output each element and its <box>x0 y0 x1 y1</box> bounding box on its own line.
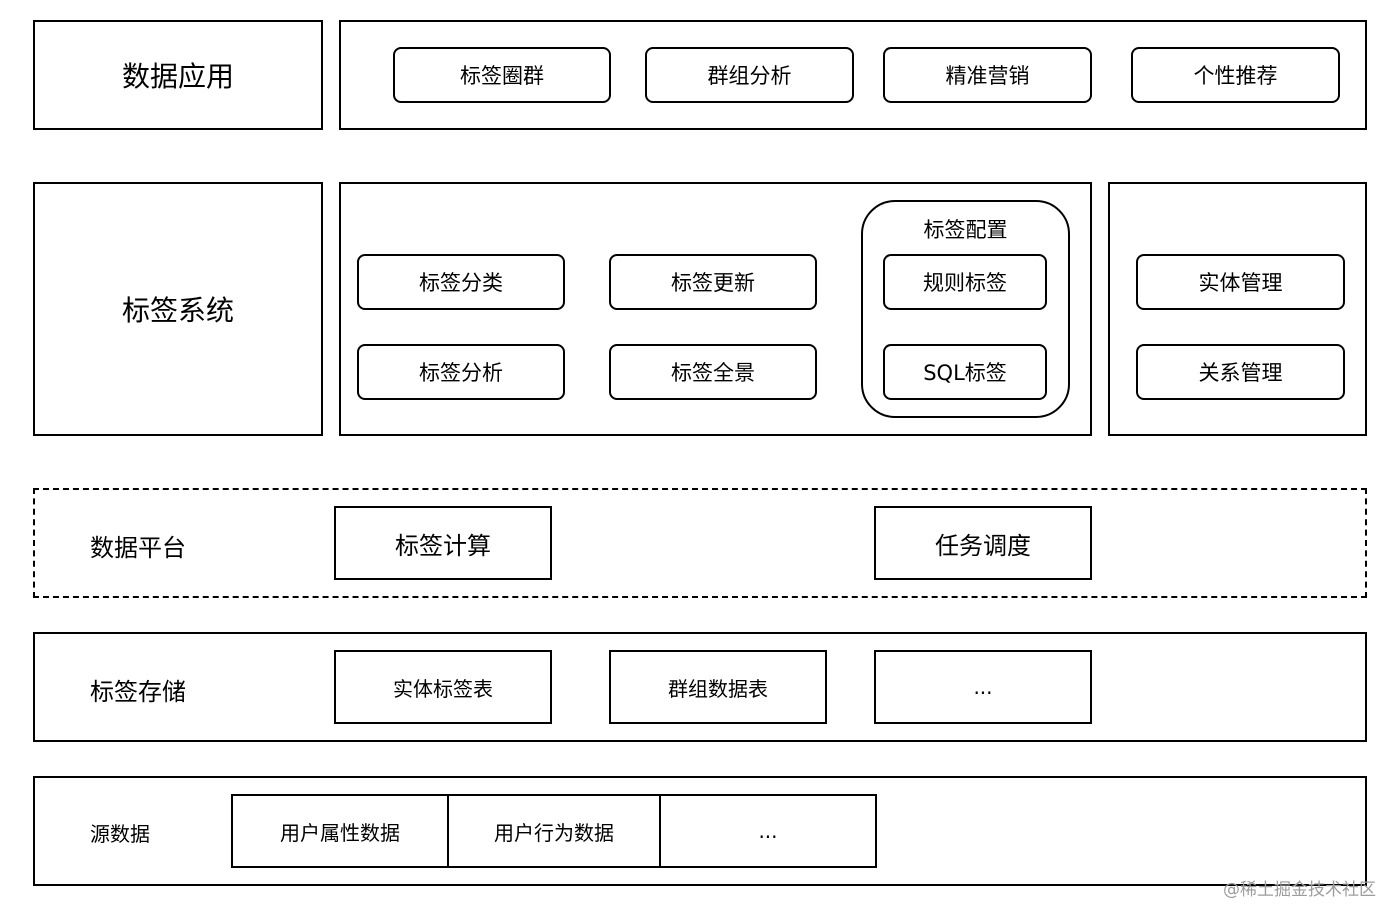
user-behavior-data: 用户行为数据 <box>447 794 661 868</box>
entity-management: 实体管理 <box>1136 254 1345 310</box>
layer-storage-title: 标签存储 <box>90 678 186 706</box>
layer-platform-panel <box>33 488 1367 598</box>
layer-app-title: 数据应用 <box>33 20 323 130</box>
sql-tag: SQL标签 <box>883 344 1047 400</box>
app-item-precision-marketing: 精准营销 <box>883 47 1092 103</box>
tag-analysis: 标签分析 <box>357 344 565 400</box>
tag-update: 标签更新 <box>609 254 817 310</box>
tag-classify: 标签分类 <box>357 254 565 310</box>
tag-config-title: 标签配置 <box>923 218 1008 242</box>
app-item-personal-recommend: 个性推荐 <box>1131 47 1340 103</box>
entity-tag-table: 实体标签表 <box>334 650 552 724</box>
tag-compute: 标签计算 <box>334 506 552 580</box>
group-data-table: 群组数据表 <box>609 650 827 724</box>
rule-tag: 规则标签 <box>883 254 1047 310</box>
layer-source-title: 源数据 <box>90 822 150 846</box>
layer-platform-title: 数据平台 <box>90 534 186 562</box>
user-attribute-data: 用户属性数据 <box>231 794 449 868</box>
layer-tag-system-title: 标签系统 <box>33 182 323 436</box>
task-scheduling: 任务调度 <box>874 506 1092 580</box>
app-item-group-analysis: 群组分析 <box>645 47 854 103</box>
app-item-tag-circle: 标签圈群 <box>393 47 611 103</box>
watermark: @稀土掘金技术社区 <box>1223 880 1376 900</box>
tag-panorama: 标签全景 <box>609 344 817 400</box>
relation-management: 关系管理 <box>1136 344 1345 400</box>
source-more: ... <box>659 794 877 868</box>
storage-more: ... <box>874 650 1092 724</box>
